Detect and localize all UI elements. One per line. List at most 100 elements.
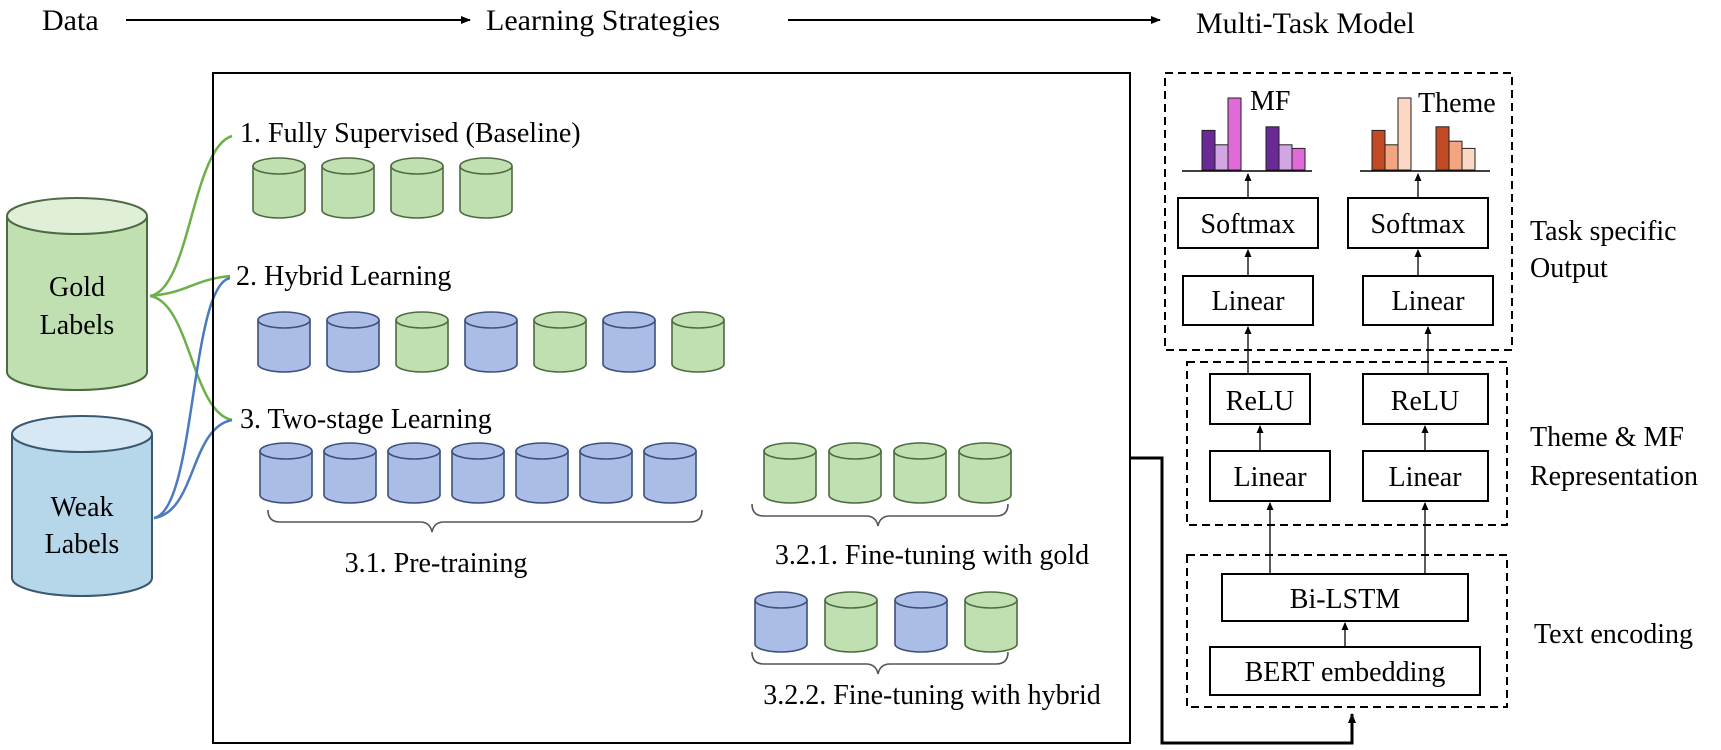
- theme-rep-linear-box: [1362, 450, 1489, 502]
- gold-batch-cylinder: [533, 311, 587, 373]
- strategies-to-model-connector: [1130, 456, 1356, 745]
- histogram-bar: [1448, 140, 1463, 171]
- gold-batch-cylinder: [893, 442, 947, 504]
- header-multi-task-model: Multi-Task Model: [1196, 7, 1415, 40]
- weak-labels-source: Weak Labels: [11, 415, 153, 597]
- theme-softmax-text: Softmax: [1371, 209, 1466, 240]
- gold-labels-source: Gold Labels: [6, 197, 148, 391]
- gold-batch-cylinder: [252, 157, 306, 219]
- bert-embedding-text: BERT embedding: [1245, 657, 1446, 688]
- histogram-bar: [1384, 144, 1399, 171]
- weak-labels-line2: Labels: [45, 529, 120, 560]
- finetune-gold-label: 3.2.1. Fine-tuning with gold: [775, 540, 1089, 571]
- gold-batch-cylinder: [395, 311, 449, 373]
- gold-to-fully-supervised: [149, 134, 233, 298]
- weak-batch-cylinder: [894, 591, 948, 653]
- weak-batch-cylinder: [643, 442, 697, 504]
- theme-softmax-box: [1347, 197, 1489, 249]
- gold-batch-cylinder: [964, 591, 1018, 653]
- weak-batch-cylinder: [464, 311, 518, 373]
- histogram-bar: [1278, 144, 1293, 171]
- weak-batch-cylinder: [602, 311, 656, 373]
- fully-supervised-batches: [252, 157, 513, 219]
- header-data: Data: [42, 4, 99, 37]
- strategy-two-stage: 3. Two-stage Learning: [240, 404, 492, 435]
- gold-batch-cylinder: [390, 157, 444, 219]
- weak-to-hybrid: [153, 276, 231, 520]
- histogram-bar: [1371, 129, 1386, 171]
- bilstm-text: Bi-LSTM: [1290, 584, 1401, 615]
- histogram-bar: [1227, 97, 1242, 171]
- mf-softmax-box: [1177, 197, 1319, 249]
- encoding-box: [1186, 554, 1508, 708]
- pretraining-label: 3.1. Pre-training: [345, 548, 528, 579]
- theme-output-linear-text: Linear: [1391, 286, 1465, 317]
- theme-relu-box: [1362, 373, 1489, 425]
- histogram-bar: [1214, 144, 1229, 171]
- mf-relu-text: ReLU: [1226, 386, 1294, 417]
- weak-labels-line1: Weak: [50, 492, 113, 523]
- finetune-hybrid-batches: [754, 591, 1018, 653]
- histogram-bar: [1435, 126, 1450, 171]
- mf-rep-linear-text: Linear: [1233, 462, 1307, 493]
- theme-label: Theme: [1418, 88, 1496, 119]
- side-label-text-encoding: Text encoding: [1534, 619, 1693, 650]
- mf-histogram: [1201, 97, 1306, 171]
- theme-histogram: [1371, 97, 1476, 171]
- weak-batch-cylinder: [259, 442, 313, 504]
- hybrid-batches: [257, 311, 725, 373]
- mf-label: MF: [1250, 86, 1290, 117]
- weak-batch-cylinder: [323, 442, 377, 504]
- gold-to-two-stage: [149, 294, 233, 422]
- strategy-hybrid: 2. Hybrid Learning: [236, 261, 451, 292]
- side-label-task-specific-2: Output: [1530, 253, 1608, 284]
- histogram-bar: [1201, 129, 1216, 171]
- bilstm-box: [1221, 573, 1469, 622]
- theme-output-linear-box: [1362, 275, 1494, 326]
- finetune-gold-batches: [763, 442, 1012, 504]
- gold-to-hybrid: [149, 274, 231, 298]
- finetune-gold-brace: [751, 503, 1009, 527]
- side-label-representation-1: Theme & MF: [1530, 422, 1684, 453]
- weak-batch-cylinder: [579, 442, 633, 504]
- gold-batch-cylinder: [321, 157, 375, 219]
- theme-rep-linear-text: Linear: [1388, 462, 1462, 493]
- gold-batch-cylinder: [763, 442, 817, 504]
- representation-box: [1186, 361, 1508, 526]
- learning-strategies-box: [212, 72, 1131, 744]
- weak-to-two-stage: [153, 418, 233, 520]
- gold-labels-line1: Gold: [49, 272, 105, 303]
- weak-batch-cylinder: [754, 591, 808, 653]
- strategy-fully-supervised: 1. Fully Supervised (Baseline): [240, 118, 581, 149]
- gold-labels-line2: Labels: [40, 310, 115, 341]
- header-learning-strategies: Learning Strategies: [486, 4, 720, 37]
- histogram-bar: [1461, 147, 1476, 171]
- side-label-task-specific-1: Task specific: [1530, 216, 1677, 247]
- weak-batch-cylinder: [257, 311, 311, 373]
- mf-rep-linear-box: [1209, 450, 1331, 502]
- pretraining-brace: [267, 509, 703, 533]
- gold-batch-cylinder: [828, 442, 882, 504]
- mf-softmax-text: Softmax: [1201, 209, 1296, 240]
- task-output-box: [1164, 72, 1513, 351]
- pretraining-batches: [259, 442, 697, 504]
- weak-batch-cylinder: [326, 311, 380, 373]
- mf-output-linear-text: Linear: [1211, 286, 1285, 317]
- side-label-representation-2: Representation: [1530, 461, 1698, 492]
- gold-batch-cylinder: [824, 591, 878, 653]
- histogram-bar: [1265, 126, 1280, 171]
- gold-batch-cylinder: [671, 311, 725, 373]
- weak-batch-cylinder: [451, 442, 505, 504]
- theme-relu-text: ReLU: [1391, 386, 1459, 417]
- weak-batch-cylinder: [515, 442, 569, 504]
- gold-batch-cylinder: [958, 442, 1012, 504]
- mf-output-linear-box: [1182, 275, 1314, 326]
- histogram-bar: [1397, 97, 1412, 171]
- finetune-hybrid-brace: [751, 651, 1009, 675]
- histogram-bar: [1291, 147, 1306, 171]
- weak-batch-cylinder: [387, 442, 441, 504]
- source-connectors: [149, 134, 233, 520]
- gold-batch-cylinder: [459, 157, 513, 219]
- mf-relu-box: [1209, 373, 1311, 425]
